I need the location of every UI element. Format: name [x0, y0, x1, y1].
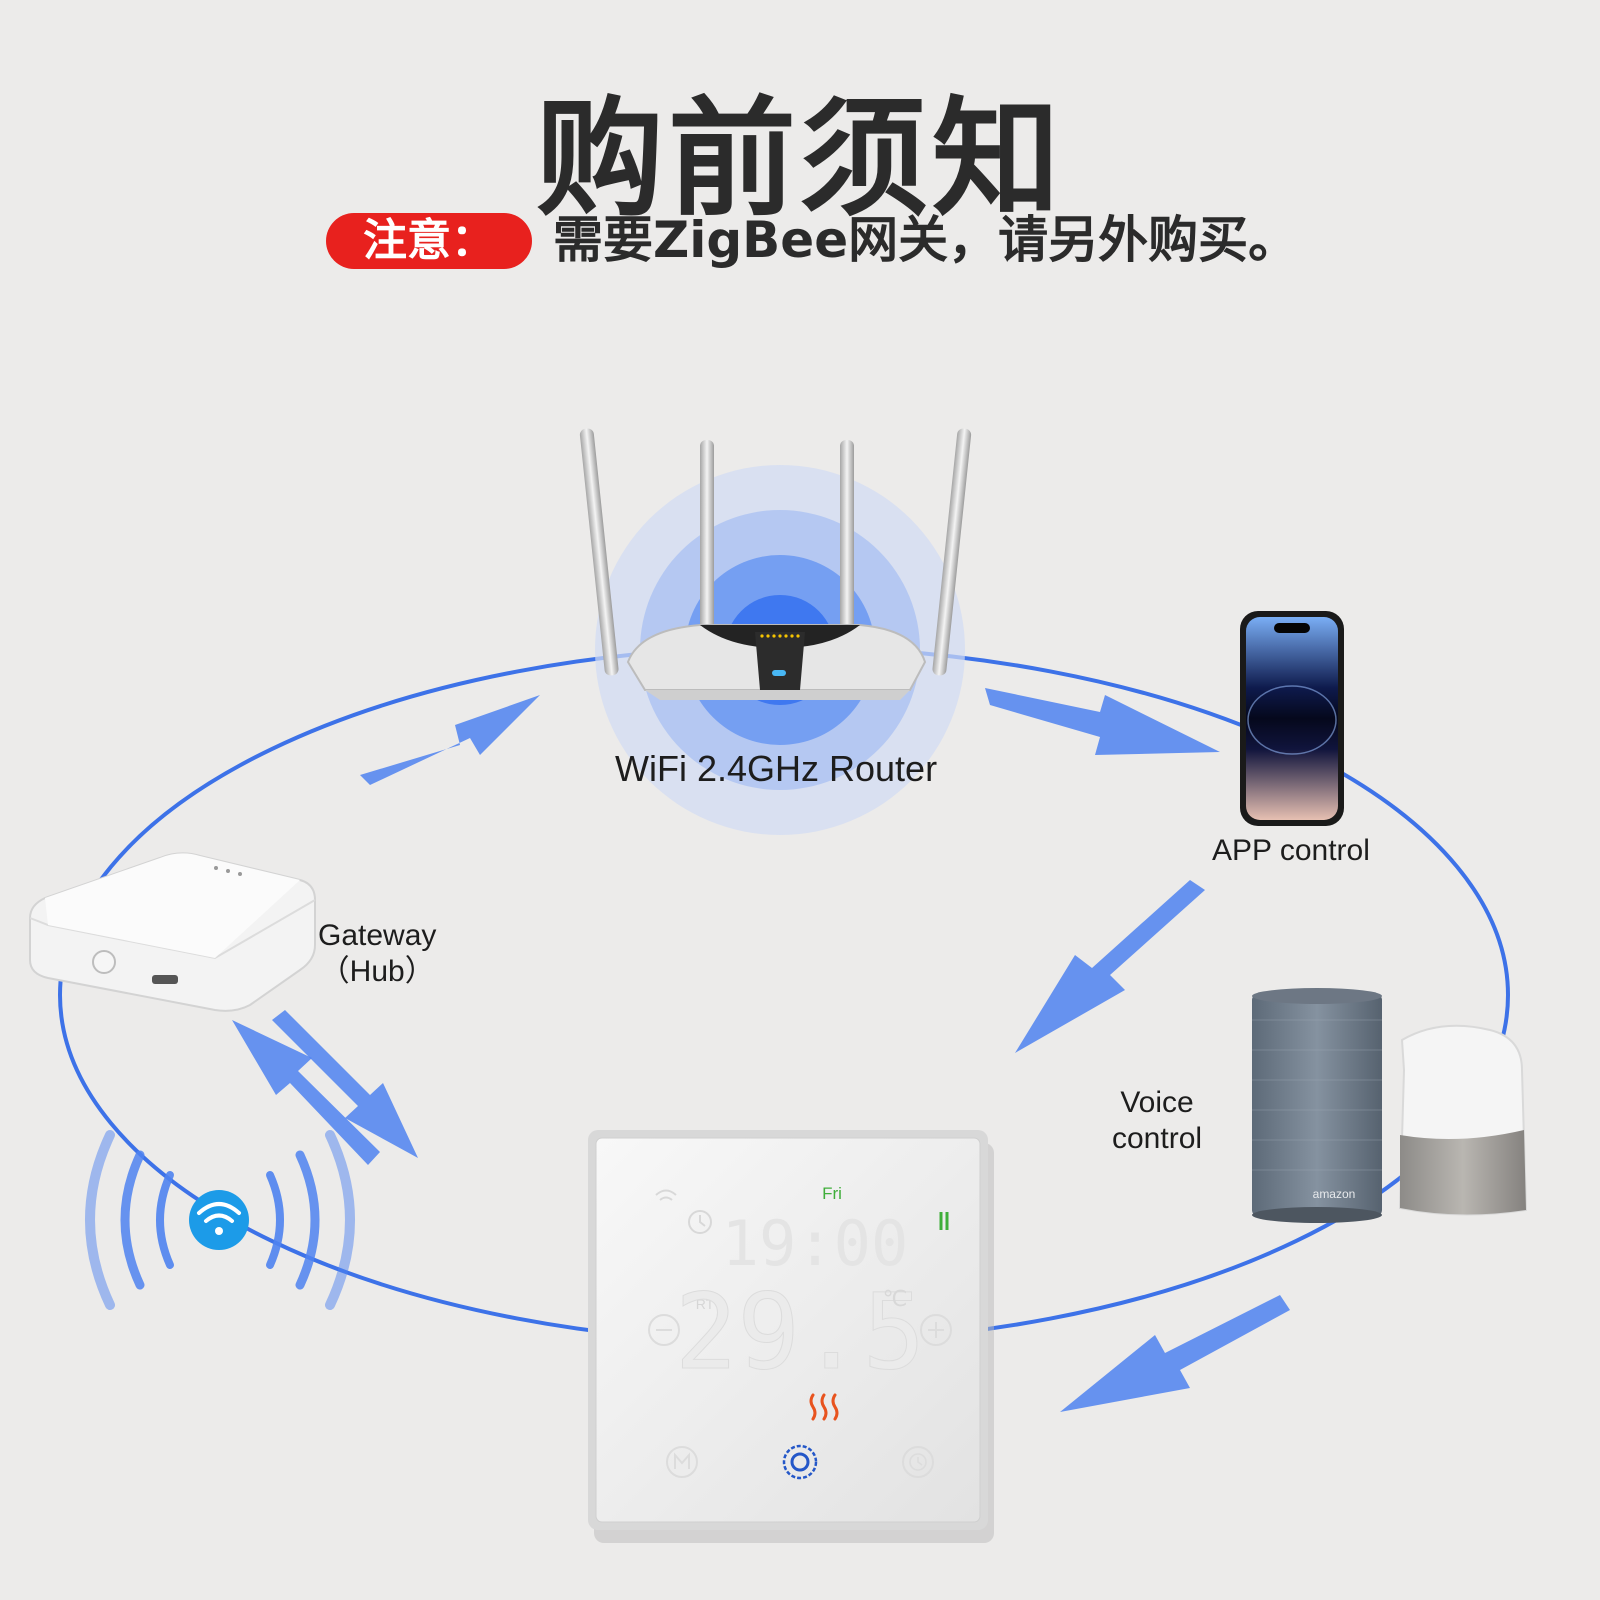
thermostat-day: Fri: [822, 1184, 842, 1203]
router-label: WiFi 2.4GHz Router: [615, 748, 938, 789]
arrow-voice-to-thermostat: [1060, 1295, 1290, 1412]
thermostat-temperature: 29.5: [675, 1271, 925, 1393]
notice-text: 需要ZigBee网关，请另外购买。: [553, 211, 1299, 269]
thermostat-panel: [588, 1130, 994, 1543]
speaker-brand-logo: amazon: [1313, 1187, 1356, 1201]
thermostat-rt: RT: [696, 1296, 715, 1312]
thermostat-power-button[interactable]: [782, 1444, 818, 1480]
app-control-label: APP control: [1212, 834, 1370, 867]
gateway-hub-icon: [29, 852, 316, 1012]
arrow-gateway-to-thermostat: [272, 1010, 418, 1158]
thermostat-clock-icon: [688, 1210, 712, 1234]
thermostat-timer-button[interactable]: [902, 1446, 934, 1478]
voice-label-line2: control: [1112, 1122, 1203, 1155]
thermostat-plus-button[interactable]: [920, 1314, 952, 1346]
gateway-label-line1: Gateway: [318, 919, 437, 952]
thermostat-eco-icon: [939, 1212, 949, 1230]
voice-label-line1: Voice: [1120, 1086, 1194, 1119]
arrow-app-to-thermostat: [1015, 880, 1205, 1053]
arrow-router-to-app: [985, 688, 1220, 755]
router-icon: [579, 428, 972, 700]
thermostat-mode-button[interactable]: [666, 1446, 698, 1478]
thermostat-unit: ℃: [883, 1287, 908, 1312]
gateway-label: Gateway （Hub）: [318, 918, 436, 990]
amazon-speaker-icon: [1252, 988, 1382, 1223]
wifi-waves-icon: [85, 1130, 355, 1310]
gateway-label-line2: （Hub）: [319, 955, 435, 988]
thermostat-heat-icon: [809, 1393, 839, 1421]
thermostat-time: 19:00: [722, 1207, 909, 1280]
voice-control-label: Voice control: [1112, 1085, 1202, 1157]
wifi-badge-icon: [189, 1190, 249, 1250]
notice-badge: 注意：: [326, 213, 532, 269]
arrow-gateway-to-router: [360, 695, 540, 785]
page-title: 购前须知: [535, 85, 1064, 234]
phone-icon: [1240, 611, 1344, 826]
google-home-icon: [1398, 1024, 1528, 1216]
thermostat-minus-button[interactable]: [648, 1314, 680, 1346]
thermostat-wifi-icon: [655, 1189, 677, 1201]
arrow-thermostat-to-gateway: [232, 1020, 380, 1165]
